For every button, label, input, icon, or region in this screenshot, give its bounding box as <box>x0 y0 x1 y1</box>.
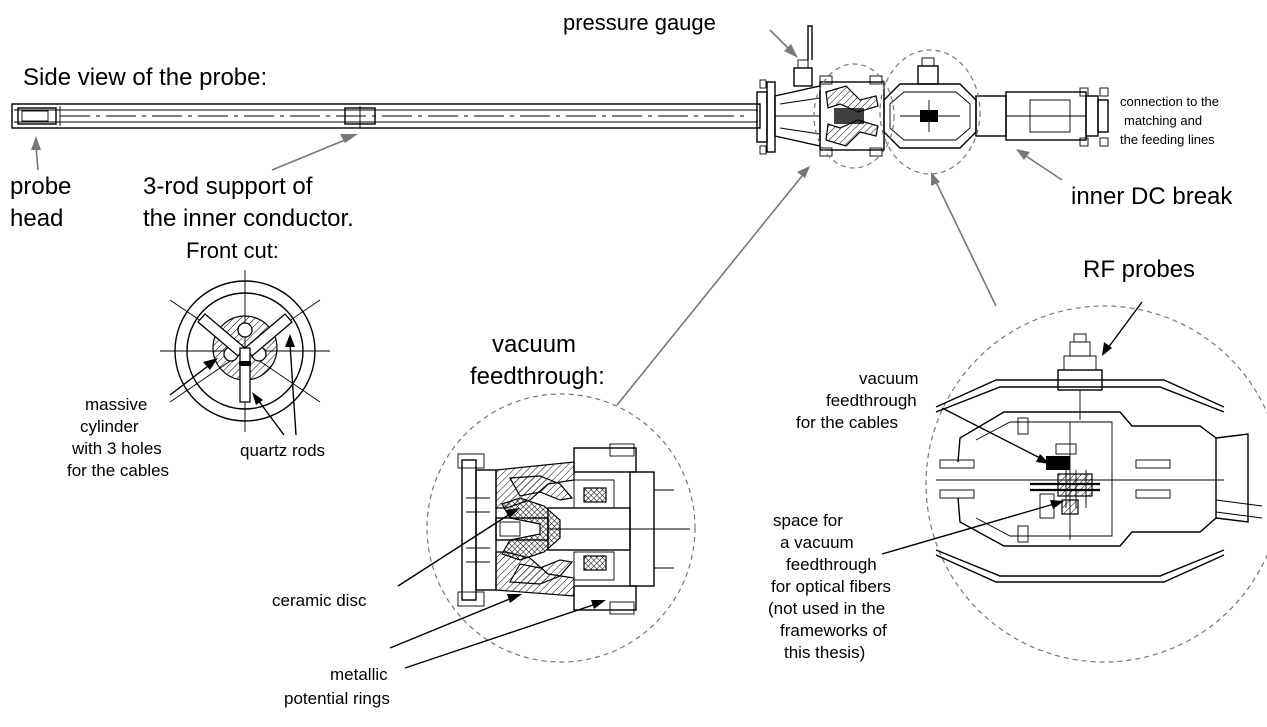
connection-label-line3: the feeding lines <box>1120 132 1215 147</box>
probe-head-label-line1: probe <box>10 173 71 200</box>
space-label-line6: frameworks of <box>780 621 887 640</box>
massive-cylinder-label-line3: with 3 holes <box>71 439 162 458</box>
probe-head-label-line2: head <box>10 205 63 232</box>
connection-label-line1: connection to the <box>1120 94 1219 109</box>
connection-label-line2: matching and <box>1124 113 1202 128</box>
massive-cylinder-label-line2: cylinder <box>80 417 139 436</box>
rf-probes-label: RF probes <box>1083 256 1195 283</box>
space-label-line2: a vacuum <box>780 533 854 552</box>
rod-support-label-line1: 3-rod support of <box>143 173 313 200</box>
space-label-line5: (not used in the <box>768 599 885 618</box>
pointer-arrows <box>31 29 1063 406</box>
ceramic-disc-label: ceramic disc <box>272 591 367 610</box>
quartz-rods-label: quartz rods <box>240 441 325 460</box>
probe-side-view <box>11 25 1109 175</box>
space-label-line3: feedthrough <box>786 555 877 574</box>
vacuum-cables-label-line1: vacuum <box>859 369 919 388</box>
vacuum-feedthrough-label-line1: vacuum <box>492 331 576 358</box>
callout-arrows <box>169 301 1143 669</box>
front-cut-label: Front cut: <box>186 238 279 263</box>
vacuum-cables-label-line3: for the cables <box>796 413 898 432</box>
rod-support-label-line2: the inner conductor. <box>143 205 354 232</box>
side-view-label: Side view of the probe: <box>23 64 267 91</box>
massive-cylinder-label-line4: for the cables <box>67 461 169 480</box>
inner-dc-break-label: inner DC break <box>1071 183 1233 210</box>
front-cut-diagram <box>160 270 330 432</box>
space-label-line4: for optical fibers <box>771 577 891 596</box>
text-labels: Side view of the probe: pressure gauge c… <box>10 10 1233 708</box>
metallic-rings-label-line1: metallic <box>330 665 388 684</box>
space-label-line7: this thesis) <box>784 643 865 662</box>
pressure-gauge-label: pressure gauge <box>563 10 716 35</box>
metallic-rings-label-line2: potential rings <box>284 689 390 708</box>
rf-probe-core-small <box>900 100 960 132</box>
vacuum-cables-label-line2: feedthrough <box>826 391 917 410</box>
space-label-line1: space for <box>773 511 843 530</box>
vacuum-feedthrough-detail <box>426 393 696 663</box>
vacuum-feedthrough-label-line2: feedthrough: <box>470 363 605 390</box>
rf-probes-detail <box>925 305 1267 663</box>
massive-cylinder-label-line1: massive <box>85 395 147 414</box>
